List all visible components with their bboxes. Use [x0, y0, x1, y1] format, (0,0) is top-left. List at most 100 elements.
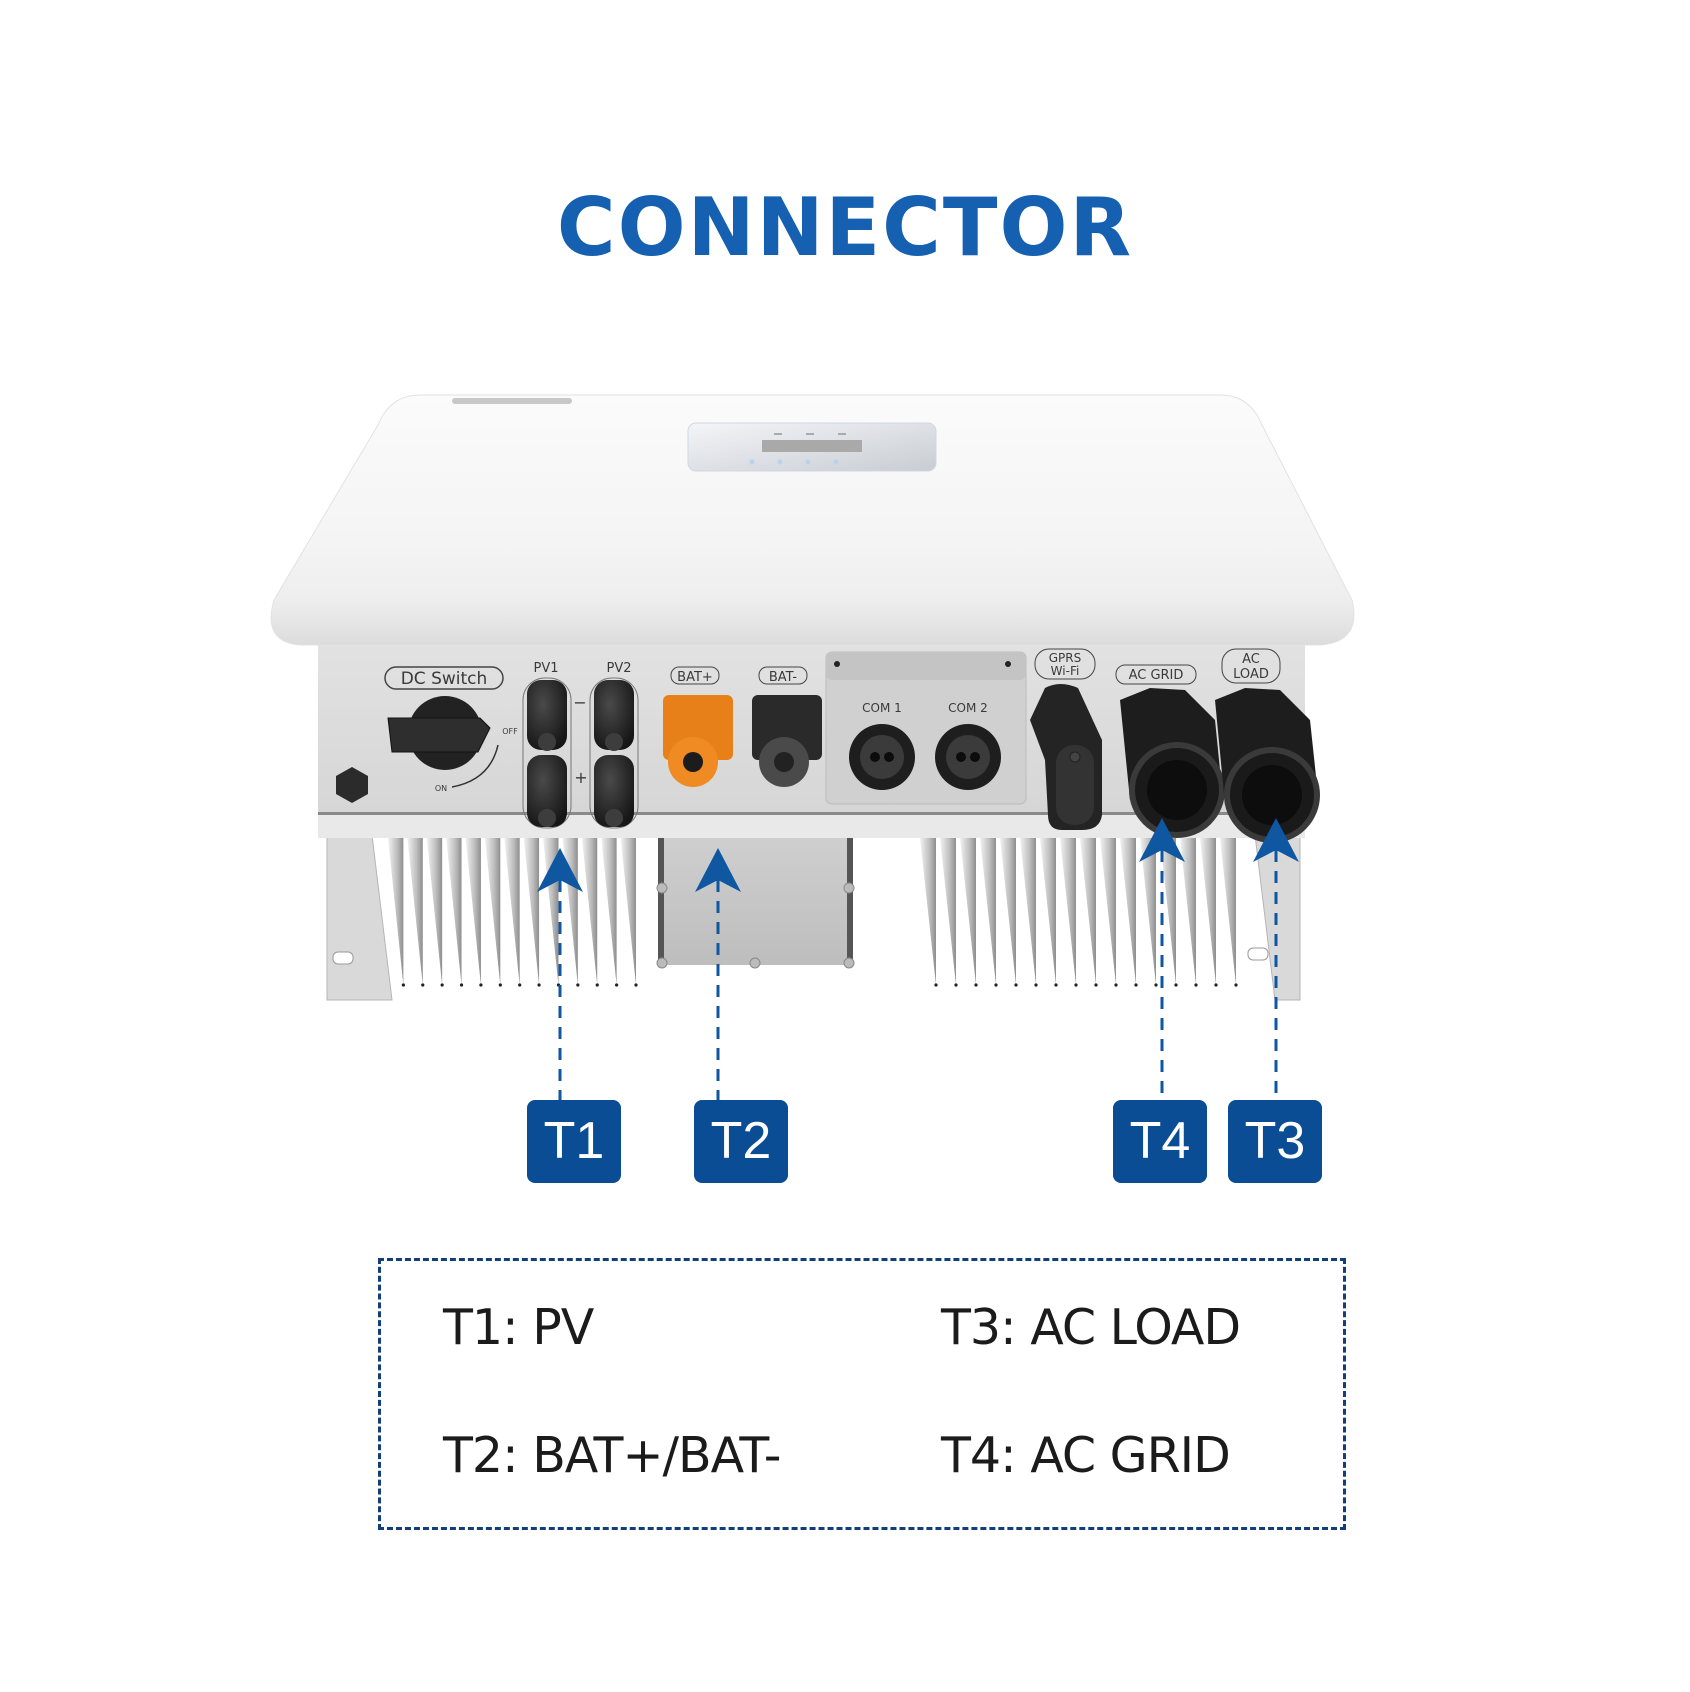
- display-panel: [687, 422, 937, 472]
- fin-tip: [479, 983, 483, 987]
- fin-tip: [954, 983, 958, 987]
- gprs-wifi-dongle: GPRS Wi-Fi: [1030, 648, 1102, 830]
- callout-t2: T2: [694, 1100, 788, 1183]
- svg-text:OFF: OFF: [502, 727, 518, 736]
- pv-connectors: PV1 PV2 − +: [522, 661, 639, 829]
- page-title: CONNECTOR: [556, 181, 1134, 274]
- fin-tip: [634, 983, 638, 987]
- fin-tip: [994, 983, 998, 987]
- heatsink-fin: [1100, 838, 1116, 985]
- arrow-head: [1139, 818, 1185, 862]
- legend-item-t4: T4: AC GRID: [941, 1427, 1231, 1484]
- svg-text:PV2: PV2: [606, 661, 631, 676]
- heatsink-fin: [1220, 838, 1236, 985]
- heatsink-fin: [960, 838, 976, 985]
- fin-tip: [1174, 983, 1178, 987]
- fin-tip: [1194, 983, 1198, 987]
- fin-tip: [1154, 983, 1158, 987]
- com-ports: COM 1 COM 2: [825, 651, 1027, 805]
- fin-tip: [459, 983, 464, 987]
- inverter-illustration: DC Switch OFF ON PV1 PV2 − + BAT+ BAT-: [270, 394, 1355, 1100]
- heatsink-fin: [1200, 838, 1216, 985]
- heatsink-fins-left: [388, 838, 638, 987]
- heatsink-fin: [1060, 838, 1076, 985]
- fin-tip: [974, 983, 978, 987]
- fin-tip: [498, 983, 502, 987]
- heatsink-fin: [484, 838, 501, 985]
- svg-text:LOAD: LOAD: [1233, 667, 1269, 682]
- fin-tip: [537, 983, 541, 987]
- heatsink-fin: [581, 838, 598, 985]
- mounting-bracket-left: [326, 834, 393, 1001]
- arrow-head: [695, 848, 741, 892]
- heatsink-fin: [1160, 838, 1176, 985]
- ac-connectors: AC GRID AC LOAD: [1115, 648, 1320, 843]
- callout-t3: T3: [1228, 1100, 1322, 1183]
- svg-text:COM 1: COM 1: [862, 701, 902, 715]
- svg-text:+: +: [574, 768, 587, 787]
- callout-t4: T4: [1113, 1100, 1207, 1183]
- legend-box: T1: PV T2: BAT+/BAT- T3: AC LOAD T4: AC …: [378, 1258, 1346, 1530]
- heatsink-fin: [1180, 838, 1196, 985]
- battery-connectors: BAT+ BAT-: [663, 666, 822, 787]
- svg-text:Wi-Fi: Wi-Fi: [1051, 664, 1080, 678]
- arrow-head: [1253, 818, 1299, 862]
- fin-tip: [1054, 983, 1058, 987]
- svg-text:COM 2: COM 2: [948, 701, 988, 715]
- brand-logo: [452, 398, 572, 404]
- fin-tip: [1234, 983, 1238, 987]
- battery-terminal-cover: [656, 838, 855, 969]
- heatsink-fin: [1020, 838, 1036, 985]
- heatsink-fin: [1140, 838, 1156, 985]
- fin-tip: [1114, 983, 1118, 987]
- arrow-t3: [1253, 818, 1299, 1100]
- svg-text:GPRS: GPRS: [1049, 651, 1082, 665]
- heatsink-fin: [1120, 838, 1136, 985]
- fin-tip: [576, 983, 580, 987]
- inverter-lid: [270, 394, 1355, 646]
- legend-item-t1: T1: PV: [443, 1299, 594, 1356]
- fin-tip: [518, 983, 522, 987]
- arrow-t1: [537, 848, 583, 1100]
- heatsink-fin: [980, 838, 996, 985]
- svg-text:ON: ON: [435, 784, 447, 793]
- fin-tip: [1214, 983, 1218, 987]
- svg-text:−: −: [573, 693, 586, 712]
- svg-text:AC: AC: [1242, 652, 1260, 667]
- legend-item-t3: T3: AC LOAD: [941, 1299, 1241, 1356]
- heatsink-fin: [446, 838, 462, 985]
- svg-text:AC GRID: AC GRID: [1129, 668, 1184, 683]
- heatsink-fin: [601, 838, 617, 985]
- heatsink-fin: [407, 838, 423, 985]
- heatsink-fin: [620, 838, 636, 985]
- svg-text:PV1: PV1: [533, 661, 558, 676]
- arrow-t2: [695, 848, 741, 1100]
- heatsink-fin: [940, 838, 956, 985]
- heatsink-fin: [504, 838, 520, 985]
- fin-tip: [421, 983, 425, 987]
- fin-tip: [401, 983, 405, 987]
- heatsink-fins-right: [920, 838, 1238, 987]
- heatsink-fin: [1000, 838, 1016, 985]
- callout-t1: T1: [527, 1100, 621, 1183]
- heatsink-fin: [426, 838, 443, 985]
- heatsink-fin: [523, 838, 540, 985]
- dc-switch: DC Switch OFF ON: [384, 666, 518, 793]
- svg-text:BAT-: BAT-: [769, 670, 798, 685]
- fin-tip: [440, 983, 444, 987]
- fin-tip: [1034, 983, 1038, 987]
- fin-tip: [1094, 983, 1098, 987]
- heatsink-fin: [562, 838, 578, 985]
- callout-arrows: [537, 818, 1299, 1100]
- dc-switch-label: DC Switch: [401, 669, 488, 689]
- fin-tip: [934, 983, 938, 987]
- heatsink-fin: [465, 838, 481, 985]
- fin-tip: [595, 983, 599, 987]
- fin-tip: [1074, 983, 1078, 987]
- legend-item-t2: T2: BAT+/BAT-: [443, 1427, 781, 1484]
- arrow-t4: [1139, 818, 1185, 1100]
- heatsink-fin: [388, 838, 404, 985]
- fin-tip: [615, 983, 619, 987]
- arrow-head: [537, 848, 583, 892]
- fin-tip: [1014, 983, 1018, 987]
